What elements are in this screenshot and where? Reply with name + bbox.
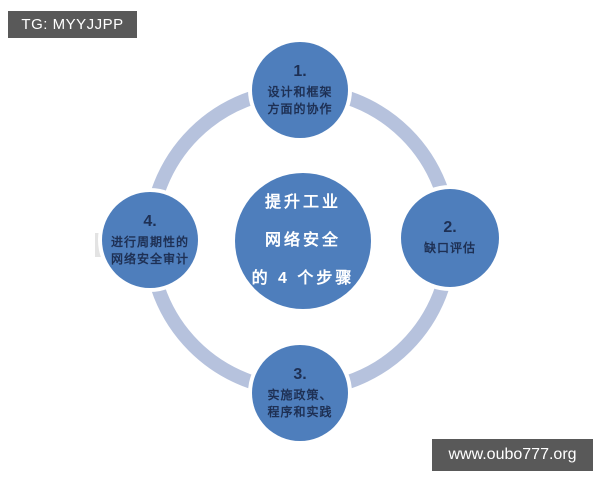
step-number: 3. [293, 365, 307, 383]
watermark-artifact [95, 233, 102, 257]
step-circle-4: 4. 进行周期性的 网络安全审计 [102, 192, 198, 288]
step-circle-3: 3. 实施政策、 程序和实践 [252, 345, 348, 441]
center-title-line: 的 4 个步骤 [251, 270, 355, 287]
step-number: 4. [143, 212, 157, 230]
website-watermark-badge: www.oubo777.org [432, 439, 593, 471]
step-number: 1. [293, 62, 307, 80]
step-label-line: 程序和实践 [267, 404, 333, 419]
step-circle-2: 2. 缺口评估 [401, 189, 499, 287]
step-number: 2. [443, 219, 457, 236]
step-label-line: 进行周期性的 [110, 234, 189, 249]
step-label-line: 实施政策、 [267, 387, 333, 402]
center-title-line: 提升工业 [264, 194, 341, 211]
step-label-line: 缺口评估 [423, 241, 476, 255]
telegram-watermark-badge: TG: MYYJJPP [8, 11, 137, 38]
step-circle-1: 1. 设计和框架 方面的协作 [252, 42, 348, 138]
step-label-line: 网络安全审计 [110, 251, 189, 266]
step-label-line: 设计和框架 [267, 84, 333, 99]
center-title-line: 网络安全 [264, 232, 341, 249]
center-title-circle: 提升工业 网络安全 的 4 个步骤 [235, 173, 371, 309]
step-label-line: 方面的协作 [267, 101, 333, 116]
